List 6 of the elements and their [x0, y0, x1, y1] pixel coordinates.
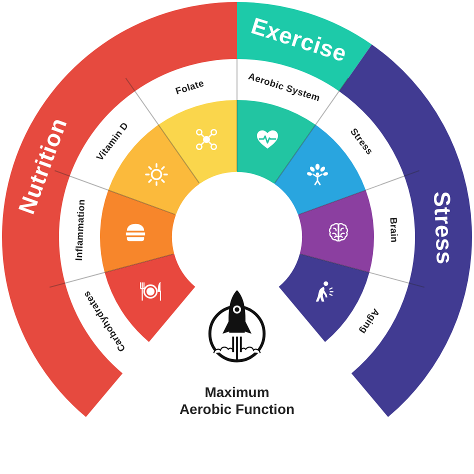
category-label: Stress	[430, 190, 456, 266]
segment-label: Folate	[174, 78, 206, 97]
segment-label: Aerobic System	[247, 72, 322, 104]
caption-text: Maximum Aerobic Function	[178, 384, 296, 418]
segment-label: Inflammation	[74, 199, 87, 262]
segment-label: Brain	[388, 217, 399, 244]
